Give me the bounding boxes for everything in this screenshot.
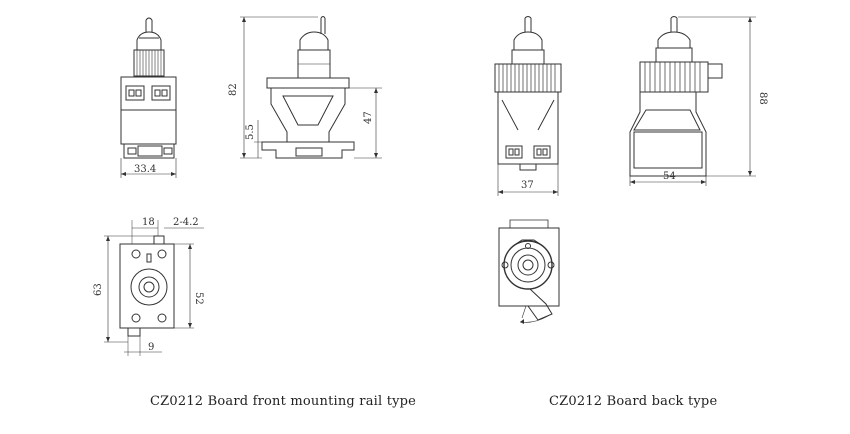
front-view-rail: 33.4 bbox=[120, 17, 177, 178]
dim-plan-9: 9 bbox=[148, 342, 154, 353]
side-view-back: 54 88 bbox=[629, 16, 768, 186]
dim-back-width: 37 bbox=[521, 180, 534, 191]
caption-board-back: CZ0212 Board back type bbox=[549, 394, 718, 409]
dim-plan-inner: 52 bbox=[193, 292, 204, 305]
dim-rail-body: 47 bbox=[363, 111, 374, 124]
dim-plan-height: 63 bbox=[93, 283, 104, 296]
dim-plan-slot: 2-4.2 bbox=[173, 217, 199, 228]
dim-rail-height: 82 bbox=[228, 83, 239, 96]
dim-front-width: 33.4 bbox=[134, 164, 156, 175]
dim-back-height: 88 bbox=[757, 92, 768, 105]
dim-back-side-width: 54 bbox=[663, 171, 676, 182]
side-view-rail: 82 5.5 47 bbox=[228, 16, 382, 159]
plan-view-rail: 18 2-4.2 63 52 9 bbox=[93, 217, 204, 356]
front-view-back: 37 bbox=[494, 16, 562, 196]
plan-view-back bbox=[498, 219, 560, 324]
dim-plan-18: 18 bbox=[142, 217, 155, 228]
dim-rail-foot: 5.5 bbox=[245, 124, 256, 140]
caption-front-mounting-rail: CZ0212 Board front mounting rail type bbox=[150, 394, 417, 409]
